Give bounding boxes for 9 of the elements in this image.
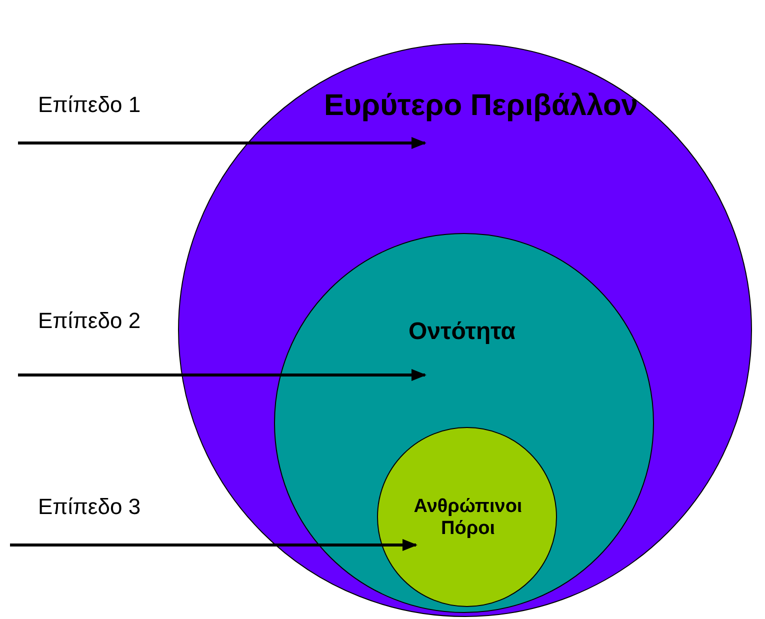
circle-label: Ευρύτερο Περιβάλλον [324,89,638,123]
arrow [18,369,426,381]
level-label: Επίπεδο 2 [38,308,141,334]
level-label: Επίπεδο 3 [38,494,141,520]
arrow [18,137,426,149]
circle-label: Οντότητα [408,318,516,346]
level-label: Επίπεδο 1 [38,92,141,118]
circle-label: Ανθρώπινοι Πόροι [412,496,524,540]
arrow [10,539,418,551]
